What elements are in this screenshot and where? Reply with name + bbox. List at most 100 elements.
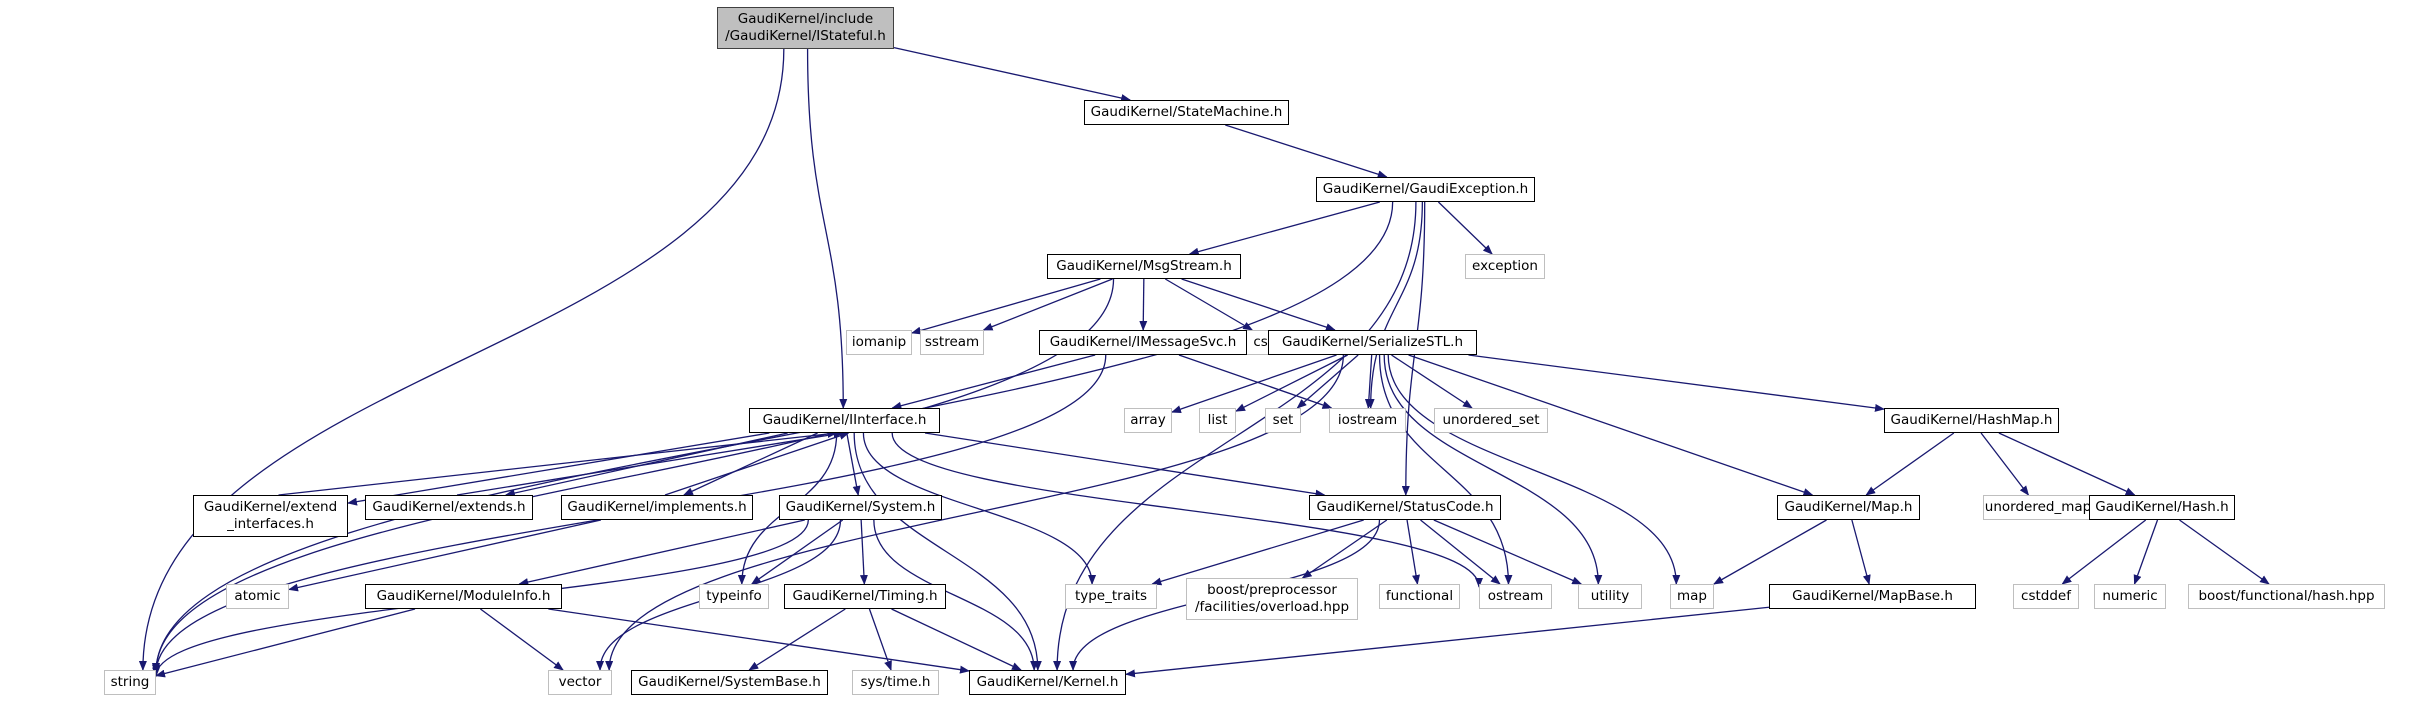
- edge-serializestl-to-list: [1235, 354, 1348, 412]
- edge-statemachine-to-gaudiexception: [1225, 124, 1388, 179]
- node-iostream[interactable]: iostream: [1329, 408, 1406, 433]
- node-array[interactable]: array: [1124, 408, 1172, 433]
- node-statemachine[interactable]: GaudiKernel/StateMachine.h: [1084, 100, 1289, 125]
- edge-system-to-kernel: [873, 519, 1039, 671]
- edge-statuscode-to-boost-overload: [1301, 519, 1388, 579]
- edge-msgstream-to-iomanip: [911, 278, 1101, 335]
- edge-statuscode-to-utility: [1433, 519, 1583, 585]
- node-systembase[interactable]: GaudiKernel/SystemBase.h: [631, 670, 828, 695]
- node-moduleinfo[interactable]: GaudiKernel/ModuleInfo.h: [365, 584, 562, 609]
- edge-timing-to-systembase: [748, 608, 846, 671]
- edge-serializestl-to-utility: [1383, 354, 1603, 585]
- node-vector[interactable]: vector: [548, 670, 612, 695]
- edge-msgstream-to-cstdio: [1164, 278, 1254, 331]
- edge-gaudiexception-to-kernel: [1053, 201, 1417, 671]
- edge-system-to-typeinfo: [750, 519, 844, 585]
- edge-map-h-to-mapbase: [1851, 519, 1871, 585]
- edge-implements-to-iinterface: [664, 432, 850, 496]
- node-map-h[interactable]: GaudiKernel/Map.h: [1777, 495, 1920, 520]
- edge-msgstream-to-sstream: [982, 278, 1113, 331]
- node-functional[interactable]: functional: [1379, 584, 1460, 609]
- edge-serializestl-to-unordered-set: [1391, 354, 1473, 409]
- node-string[interactable]: string: [104, 670, 156, 695]
- edge-serializestl-to-hashmap: [1468, 354, 1885, 412]
- node-mapbase[interactable]: GaudiKernel/MapBase.h: [1769, 584, 1976, 609]
- node-cstddef[interactable]: cstddef: [2013, 584, 2079, 609]
- node-ostream[interactable]: ostream: [1479, 584, 1552, 609]
- edge-istateful-to-statemachine: [893, 46, 1132, 102]
- edge-iinterface-to-extend-interfaces: [347, 432, 770, 506]
- node-timing[interactable]: GaudiKernel/Timing.h: [784, 584, 946, 609]
- edge-serializestl-to-array: [1171, 354, 1337, 413]
- edge-timing-to-kernel: [891, 608, 1022, 671]
- node-iomanip[interactable]: iomanip: [846, 330, 912, 355]
- edge-system-to-moduleinfo: [518, 519, 805, 586]
- node-set[interactable]: set: [1265, 408, 1301, 433]
- node-numeric[interactable]: numeric: [2094, 584, 2166, 609]
- node-system[interactable]: GaudiKernel/System.h: [779, 495, 942, 520]
- edge-hash-h-to-numeric: [2133, 519, 2159, 585]
- node-gaudiexception[interactable]: GaudiKernel/GaudiException.h: [1316, 177, 1535, 202]
- edge-hashmap-to-unordered-map: [1980, 432, 2030, 496]
- node-hashmap[interactable]: GaudiKernel/HashMap.h: [1884, 408, 2059, 433]
- edge-gaudiexception-to-exception: [1437, 201, 1493, 255]
- edge-istateful-to-string: [138, 48, 785, 671]
- node-istateful[interactable]: GaudiKernel/include /GaudiKernel/IStatef…: [717, 7, 894, 49]
- edge-mapbase-to-kernel: [1125, 606, 1770, 678]
- node-extend-interfaces[interactable]: GaudiKernel/extend _interfaces.h: [193, 495, 348, 537]
- edge-extends-to-iinterface: [456, 430, 844, 496]
- edge-serializestl-to-set: [1296, 354, 1359, 409]
- edge-moduleinfo-to-vector: [480, 608, 564, 671]
- node-statuscode[interactable]: GaudiKernel/StatusCode.h: [1309, 495, 1501, 520]
- edge-iinterface-to-system: [846, 432, 861, 496]
- edge-hash-h-to-cstddef: [2061, 519, 2147, 585]
- edge-serializestl-to-map: [1387, 354, 1681, 585]
- edge-statuscode-to-ostream: [1420, 519, 1501, 585]
- edge-hashmap-to-map-h: [1865, 432, 1955, 496]
- edge-map-h-to-map: [1713, 519, 1827, 585]
- node-utility[interactable]: utility: [1578, 584, 1642, 609]
- node-imessagesvc[interactable]: GaudiKernel/IMessageSvc.h: [1039, 330, 1247, 355]
- node-list[interactable]: list: [1199, 408, 1236, 433]
- node-unordered-map[interactable]: unordered_map: [1983, 495, 2093, 520]
- edge-imessagesvc-to-iostream: [1178, 354, 1333, 409]
- edge-timing-to-systime: [868, 608, 892, 671]
- edge-iinterface-to-statuscode: [924, 432, 1326, 498]
- node-atomic[interactable]: atomic: [226, 584, 289, 609]
- edge-msgstream-to-serializestl: [1181, 278, 1336, 331]
- node-serializestl[interactable]: GaudiKernel/SerializeSTL.h: [1268, 330, 1477, 355]
- node-implements[interactable]: GaudiKernel/implements.h: [561, 495, 753, 520]
- node-boost-hash[interactable]: boost/functional/hash.hpp: [2188, 584, 2385, 609]
- edge-gaudiexception-to-msgstream: [1188, 201, 1380, 256]
- edge-hash-h-to-boost-hash: [2179, 519, 2270, 585]
- node-msgstream[interactable]: GaudiKernel/MsgStream.h: [1047, 254, 1241, 279]
- edge-statuscode-to-functional: [1406, 519, 1420, 585]
- edge-imessagesvc-to-iinterface: [891, 354, 1096, 410]
- node-sstream[interactable]: sstream: [920, 330, 984, 355]
- edge-gaudiexception-to-string: [152, 201, 1394, 674]
- edge-moduleinfo-to-kernel: [548, 608, 970, 674]
- node-iinterface[interactable]: GaudiKernel/IInterface.h: [749, 408, 940, 433]
- node-extends[interactable]: GaudiKernel/extends.h: [365, 495, 533, 520]
- edge-serializestl-to-map-h: [1408, 354, 1814, 496]
- node-boost-overload[interactable]: boost/preprocessor /facilities/overload.…: [1186, 578, 1358, 620]
- edge-extend-interfaces-to-iinterface: [278, 430, 838, 496]
- edge-msgstream-to-imessagesvc: [1139, 278, 1148, 331]
- node-exception[interactable]: exception: [1465, 254, 1545, 279]
- node-type-traits[interactable]: type_traits: [1065, 584, 1157, 609]
- edge-implements-to-atomic: [288, 519, 602, 592]
- node-typeinfo[interactable]: typeinfo: [699, 584, 769, 609]
- edge-statuscode-to-type-traits: [1151, 519, 1364, 586]
- node-map[interactable]: map: [1670, 584, 1714, 609]
- edge-system-to-timing: [859, 519, 868, 585]
- node-unordered-set[interactable]: unordered_set: [1434, 408, 1548, 433]
- node-systime[interactable]: sys/time.h: [852, 670, 939, 695]
- edge-istateful-to-iinterface: [806, 48, 848, 409]
- edge-hashmap-to-hash-h: [1998, 432, 2136, 496]
- edge-moduleinfo-to-string: [155, 608, 416, 678]
- edge-iinterface-to-implements: [683, 432, 818, 496]
- node-hash-h[interactable]: GaudiKernel/Hash.h: [2089, 495, 2235, 520]
- node-kernel[interactable]: GaudiKernel/Kernel.h: [969, 670, 1126, 695]
- edge-serializestl-to-iostream: [1364, 354, 1373, 409]
